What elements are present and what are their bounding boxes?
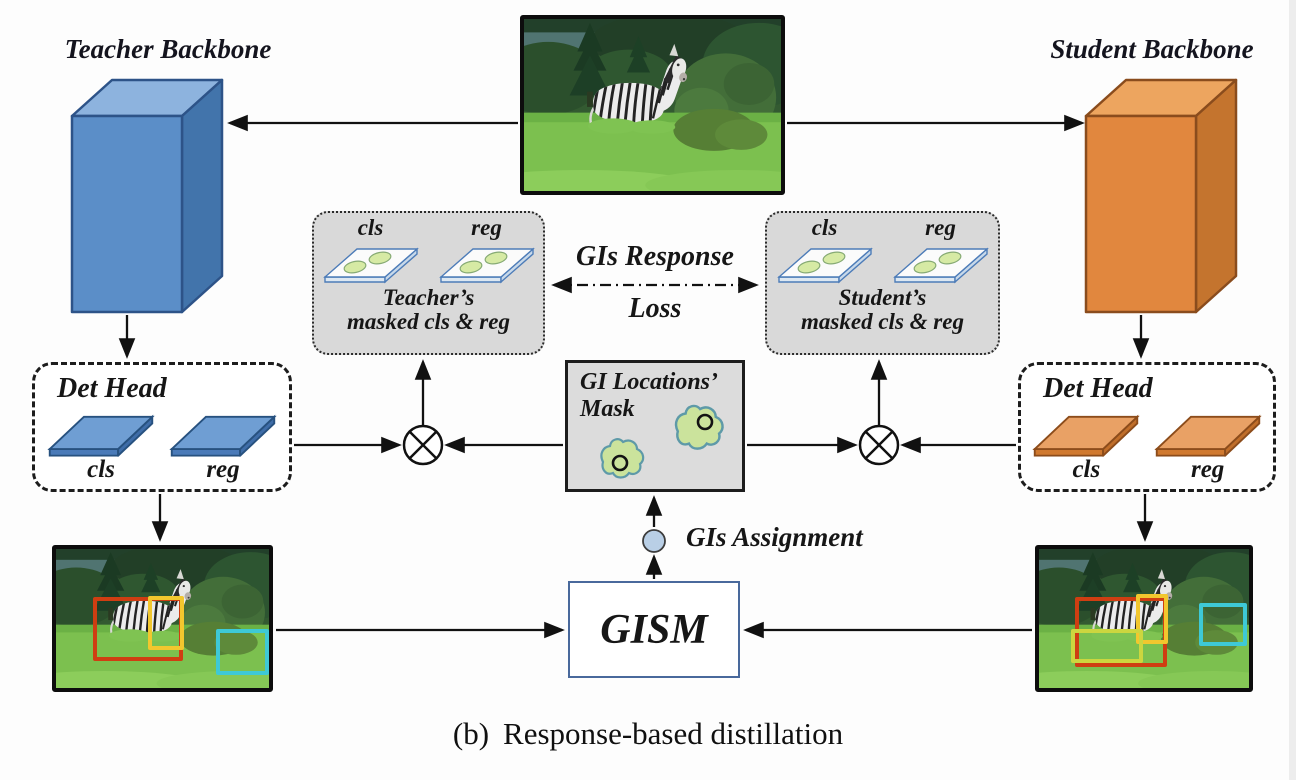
student-reg-slab [1152, 407, 1264, 457]
student-reg-slab-col: reg [1152, 407, 1264, 483]
student-det-head-box: Det Head cls reg [1018, 362, 1276, 492]
student-masked-box: cls reg Student’s masked cls & reg [765, 211, 1000, 355]
teacher-masked-cls-panel: cls [321, 216, 421, 284]
student-cls-slab-col: cls [1030, 407, 1142, 483]
teacher-cls-label: cls [87, 456, 115, 483]
bbox-zebra-head-yellow [148, 596, 184, 650]
teacher-prediction-image [52, 545, 273, 692]
gis-response-loss-line1: GIs Response [576, 241, 734, 272]
gism-box: GISM [568, 581, 740, 678]
gism-label: GISM [600, 606, 708, 653]
gis-assignment-node [642, 529, 666, 553]
student-backbone-block [1084, 78, 1238, 314]
gi-mask-blobs [600, 404, 724, 479]
teacher-backbone-block [70, 78, 224, 314]
gi-locations-mask-box: GI Locations’ Mask [565, 360, 745, 492]
student-prediction-image [1035, 545, 1253, 692]
teacher-masked-cls-label: cls [357, 215, 384, 240]
teacher-reg-slab-col: reg [167, 407, 279, 483]
student-cls-slab [1030, 407, 1142, 457]
teacher-det-head-label: Det Head [57, 373, 167, 404]
masked-cls-feature-icon [321, 240, 421, 284]
teacher-cls-slab-col: cls [45, 407, 157, 483]
bbox-bush-cyan [1199, 603, 1247, 646]
teacher-reg-slab [167, 407, 279, 457]
gis-response-loss-line2: Loss [628, 293, 682, 324]
student-cls-label: cls [1072, 456, 1101, 483]
gi-mask-title-line1: GI Locations’ [580, 369, 718, 395]
student-det-head-label: Det Head [1043, 373, 1153, 404]
gi-blob-1 [600, 438, 645, 479]
masked-cls-feature-icon [775, 240, 875, 284]
teacher-masked-box: cls reg Teacher’s masked cls & reg [312, 211, 545, 355]
teacher-reg-label: reg [206, 456, 240, 483]
gi-mask-title-line2: Mask [580, 396, 635, 422]
bbox-zebra-head-yellow [1136, 594, 1168, 644]
student-masked-cls-panel: cls [775, 216, 875, 284]
student-masked-caption-line2: masked cls & reg [801, 309, 964, 334]
teacher-masked-reg-label: reg [471, 215, 502, 240]
gi-blob-2-ring [696, 413, 714, 431]
student-masked-reg-panel: reg [891, 216, 991, 284]
teacher-masked-caption-line2: masked cls & reg [347, 309, 510, 334]
teacher-cls-slab [45, 407, 157, 457]
teacher-masked-caption-line1: Teacher’s [382, 285, 475, 310]
student-masked-cls-label: cls [811, 215, 838, 240]
input-image-scene [524, 19, 781, 191]
masked-reg-feature-icon [437, 240, 537, 284]
student-masked-reg-label: reg [925, 215, 956, 240]
input-image [520, 15, 785, 195]
caption-text: Response-based distillation [503, 716, 844, 751]
teacher-det-head-box: Det Head cls reg [32, 362, 292, 492]
student-backbone-label: Student Backbone [1050, 34, 1254, 64]
student-masked-caption-line1: Student’s [838, 285, 927, 310]
bbox-zebra-legs-yellowgreen [1071, 629, 1143, 663]
student-reg-label: reg [1190, 456, 1225, 483]
gi-blob-1-ring [611, 454, 629, 472]
figure-caption: (b) Response-based distillation [0, 716, 1296, 752]
multiply-node-left [402, 424, 444, 466]
teacher-backbone-label: Teacher Backbone [64, 34, 272, 64]
caption-index: (b) [452, 716, 490, 751]
gis-assignment-label: GIs Assignment [686, 522, 863, 552]
multiply-node-right [858, 424, 900, 466]
screenshot-edge-artifact [1289, 0, 1296, 780]
bbox-bush-cyan [216, 629, 269, 675]
masked-reg-feature-icon [891, 240, 991, 284]
teacher-masked-reg-panel: reg [437, 216, 537, 284]
